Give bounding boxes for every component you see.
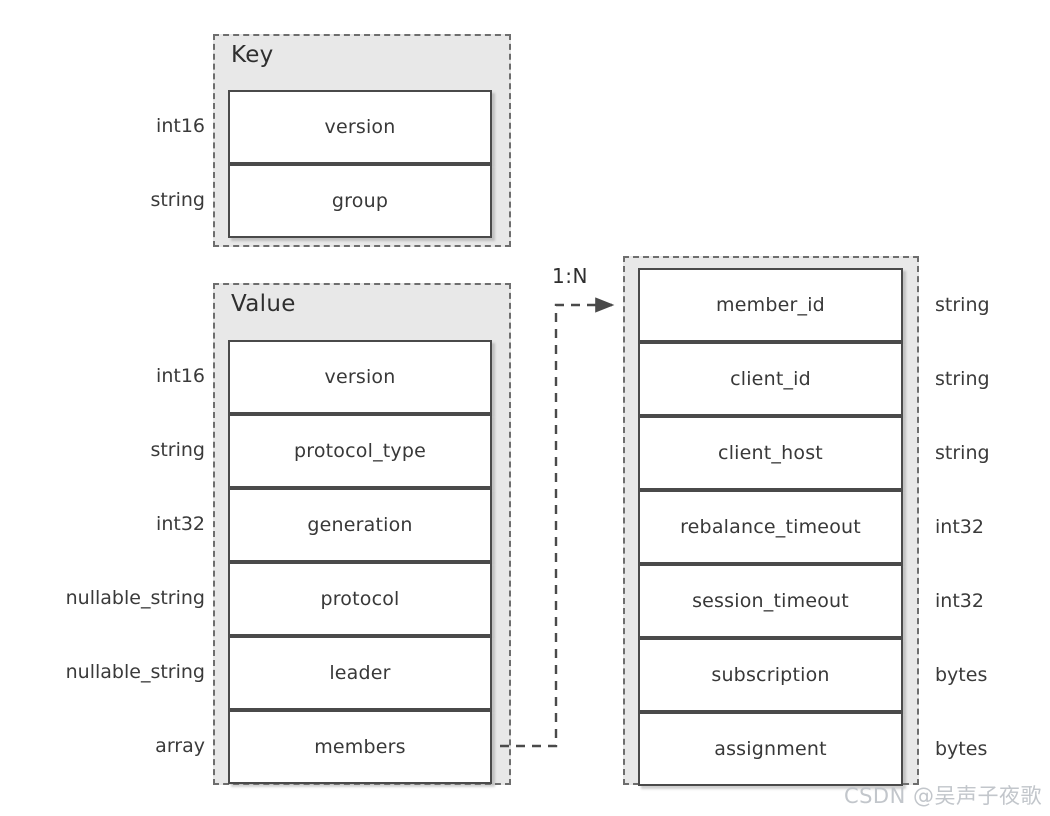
member-field-client-id-label: client_id xyxy=(730,368,811,390)
value-field-generation: generation xyxy=(228,488,492,562)
member-type-rebalance-timeout: int32 xyxy=(935,516,984,538)
value-field-members-label: members xyxy=(314,736,406,758)
value-type-leader: nullable_string xyxy=(65,661,205,683)
value-field-members: members xyxy=(228,710,492,784)
value-type-protocol: nullable_string xyxy=(65,587,205,609)
value-title: Value xyxy=(231,291,296,317)
value-field-leader: leader xyxy=(228,636,492,710)
key-field-version-label: version xyxy=(324,116,396,138)
value-field-generation-label: generation xyxy=(307,514,413,536)
key-title: Key xyxy=(231,42,274,68)
relation-label: 1:N xyxy=(552,264,588,288)
member-type-member-id: string xyxy=(935,294,990,316)
value-type-members: array xyxy=(155,735,205,757)
member-field-subscription-label: subscription xyxy=(711,664,830,686)
watermark: CSDN @吴声子夜歌 xyxy=(843,784,1042,808)
key-type-group: string xyxy=(150,189,205,211)
member-field-client-id: client_id xyxy=(638,342,903,416)
value-type-version: int16 xyxy=(156,365,205,387)
member-field-session-timeout: session_timeout xyxy=(638,564,903,638)
member-field-client-host: client_host xyxy=(638,416,903,490)
member-field-subscription: subscription xyxy=(638,638,903,712)
member-field-session-timeout-label: session_timeout xyxy=(692,590,849,612)
key-field-version: version xyxy=(228,90,492,164)
member-field-rebalance-timeout: rebalance_timeout xyxy=(638,490,903,564)
member-field-client-host-label: client_host xyxy=(718,442,823,464)
member-type-assignment: bytes xyxy=(935,738,988,760)
value-field-protocol-type-label: protocol_type xyxy=(293,440,427,462)
value-field-protocol: protocol xyxy=(228,562,492,636)
member-type-client-host: string xyxy=(935,442,990,464)
key-field-group: group xyxy=(228,164,492,238)
value-field-leader-label: leader xyxy=(329,662,391,684)
value-type-protocol-type: string xyxy=(150,439,205,461)
key-field-group-label: group xyxy=(331,190,389,212)
member-field-assignment: assignment xyxy=(638,712,903,786)
member-type-session-timeout: int32 xyxy=(935,590,984,612)
member-type-client-id: string xyxy=(935,368,990,390)
member-field-member-id: member_id xyxy=(638,268,903,342)
value-field-protocol-label: protocol xyxy=(320,588,400,610)
member-field-assignment-label: assignment xyxy=(714,738,827,760)
member-field-member-id-label: member_id xyxy=(716,294,825,316)
value-field-version-label: version xyxy=(324,366,396,388)
members-to-member-id-path xyxy=(500,297,615,748)
value-field-version: version xyxy=(228,340,492,414)
member-field-rebalance-timeout-label: rebalance_timeout xyxy=(680,516,861,538)
value-type-generation: int32 xyxy=(156,513,205,535)
value-field-protocol-type: protocol_type xyxy=(228,414,492,488)
key-type-version: int16 xyxy=(156,115,205,137)
member-type-subscription: bytes xyxy=(935,664,988,686)
